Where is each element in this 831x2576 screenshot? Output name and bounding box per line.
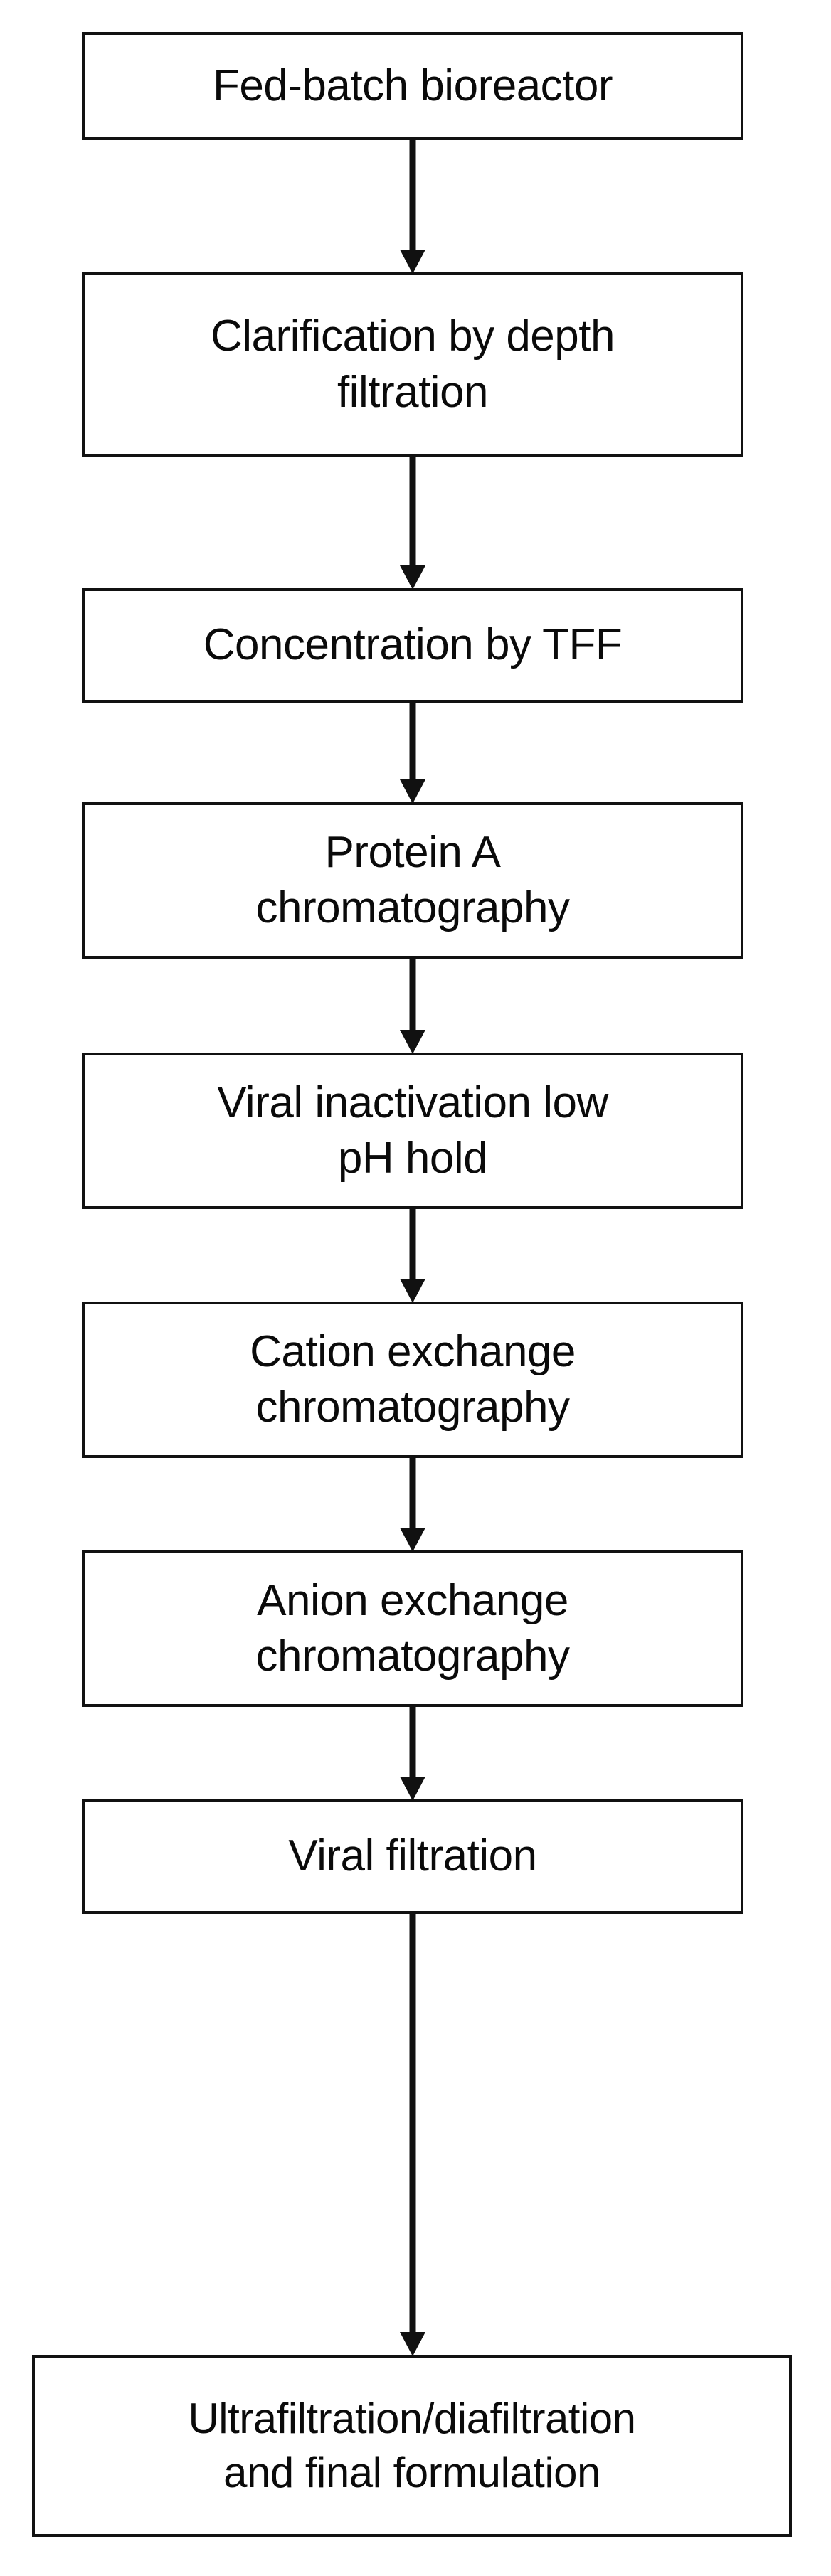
process-step-label: Protein A chromatography bbox=[255, 827, 570, 932]
arrow-shaft-icon bbox=[409, 1914, 416, 2333]
arrow-head-icon bbox=[400, 250, 425, 274]
arrow-shaft-icon bbox=[409, 457, 416, 567]
process-step-label: Ultrafiltration/diafiltration and final … bbox=[188, 2395, 636, 2496]
process-step-label: Anion exchange chromatography bbox=[255, 1575, 570, 1681]
process-step-concentration-tff: Concentration by TFF bbox=[82, 588, 743, 703]
arrow-shaft-icon bbox=[409, 1209, 416, 1280]
arrow-shaft-icon bbox=[409, 140, 416, 251]
arrow-head-icon bbox=[400, 1777, 425, 1801]
process-step-anion-exchange-chromatography: Anion exchange chromatography bbox=[82, 1550, 743, 1707]
process-step-ultrafiltration-diafiltration-final-formulation: Ultrafiltration/diafiltration and final … bbox=[32, 2355, 792, 2537]
arrow-shaft-icon bbox=[409, 1458, 416, 1529]
process-step-protein-a-chromatography: Protein A chromatography bbox=[82, 802, 743, 959]
process-step-label: Cation exchange chromatography bbox=[250, 1326, 576, 1432]
process-step-label: Viral inactivation low pH hold bbox=[217, 1077, 608, 1183]
process-step-label: Viral filtration bbox=[288, 1831, 537, 1881]
process-step-cation-exchange-chromatography: Cation exchange chromatography bbox=[82, 1302, 743, 1458]
process-step-label: Concentration by TFF bbox=[203, 620, 623, 670]
process-step-fed-batch-bioreactor: Fed-batch bioreactor bbox=[82, 32, 743, 140]
process-step-label: Fed-batch bioreactor bbox=[212, 60, 613, 110]
arrow-head-icon bbox=[400, 779, 425, 804]
arrow-head-icon bbox=[400, 1279, 425, 1303]
process-step-viral-inactivation-low-ph-hold: Viral inactivation low pH hold bbox=[82, 1053, 743, 1209]
arrow-shaft-icon bbox=[409, 1707, 416, 1778]
arrow-shaft-icon bbox=[409, 959, 416, 1031]
arrow-head-icon bbox=[400, 1528, 425, 1552]
process-step-label: Clarification by depth filtration bbox=[211, 312, 615, 417]
process-step-clarification-depth-filtration: Clarification by depth filtration bbox=[82, 272, 743, 457]
arrow-shaft-icon bbox=[409, 703, 416, 781]
arrow-head-icon bbox=[400, 565, 425, 590]
arrow-head-icon bbox=[400, 2332, 425, 2356]
process-step-viral-filtration: Viral filtration bbox=[82, 1799, 743, 1914]
arrow-head-icon bbox=[400, 1030, 425, 1054]
